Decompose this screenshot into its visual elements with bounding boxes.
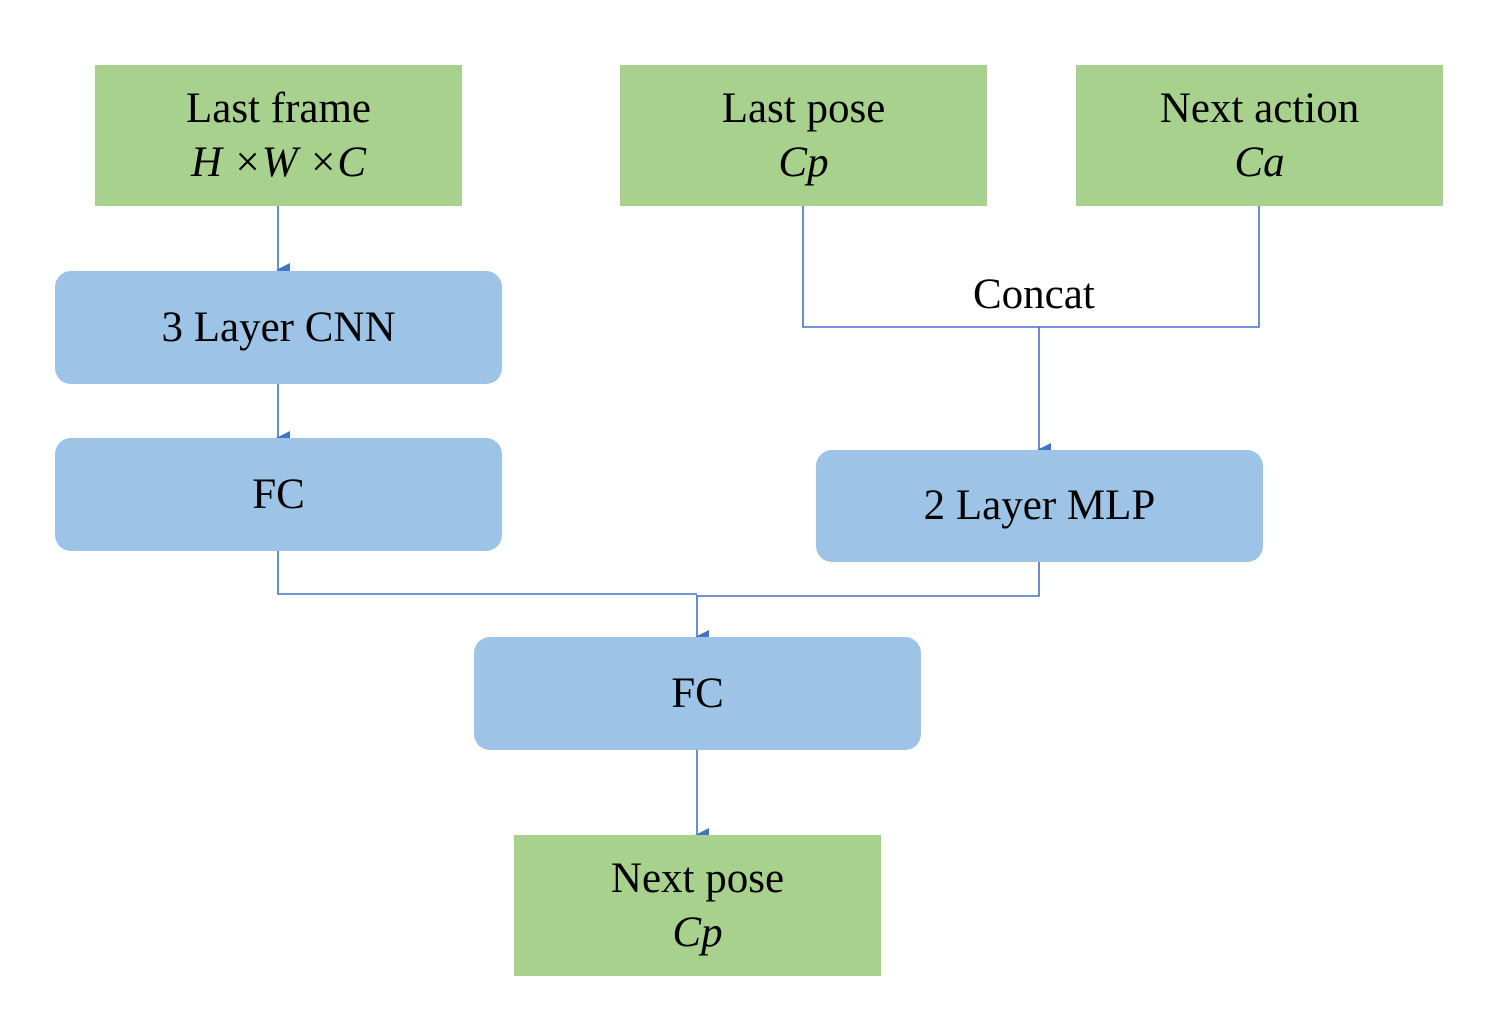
fc-left-node: FC	[55, 438, 502, 551]
last-pose-node: Last pose Cp	[620, 65, 987, 206]
last-frame-label: Last frame	[185, 84, 372, 132]
concat-label: Concat	[973, 271, 1095, 318]
last-frame-node: Last frame H ×W ×C	[95, 65, 462, 206]
cnn-label: 3 Layer CNN	[161, 303, 396, 351]
next-pose-label: Next pose	[610, 854, 785, 902]
fc-bottom-node: FC	[474, 637, 921, 750]
cnn-node: 3 Layer CNN	[55, 271, 502, 384]
next-action-node: Next action Ca	[1076, 65, 1443, 206]
last-pose-label: Last pose	[721, 84, 886, 132]
next-pose-node: Next pose Cp	[514, 835, 881, 976]
last-pose-symbol: Cp	[778, 138, 829, 186]
next-action-label: Next action	[1159, 84, 1360, 132]
fc-left-label: FC	[252, 470, 305, 518]
line-mlp-to-merge	[697, 562, 1040, 597]
line-last-pose-to-concat	[802, 206, 1039, 328]
fc-bottom-label: FC	[671, 669, 724, 717]
line-fc-to-merge	[277, 551, 697, 595]
line-next-action-to-concat	[1039, 206, 1260, 328]
next-action-symbol: Ca	[1234, 138, 1285, 186]
next-pose-symbol: Cp	[672, 908, 723, 956]
mlp-label: 2 Layer MLP	[923, 482, 1156, 530]
last-frame-dimensions: H ×W ×C	[190, 138, 367, 186]
mlp-node: 2 Layer MLP	[816, 450, 1263, 562]
